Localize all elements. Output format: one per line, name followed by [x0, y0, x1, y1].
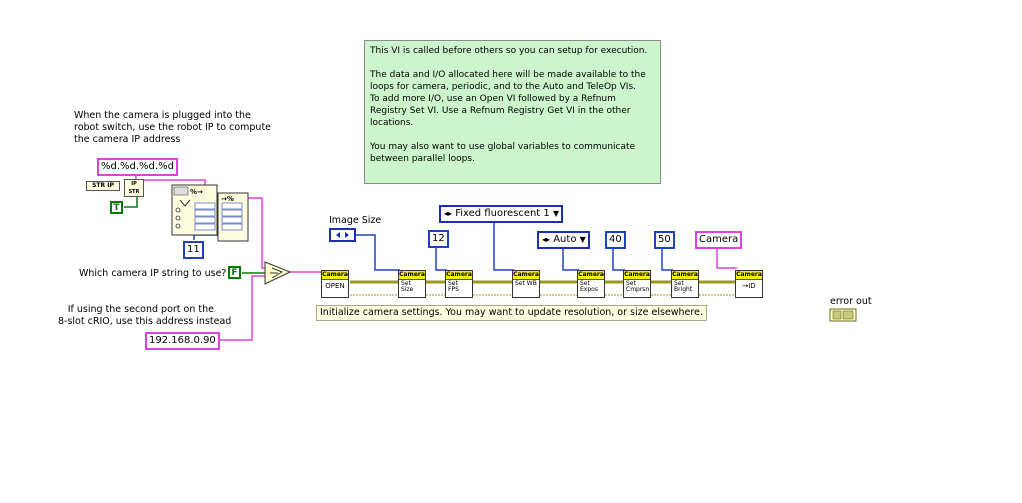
boolean-wires	[124, 196, 268, 274]
format-string-constant[interactable]: %d.%d.%d.%d	[97, 158, 178, 176]
setup-comment-note: This VI is called before others so you c…	[364, 40, 661, 184]
boolean-false-constant[interactable]: F	[228, 266, 241, 279]
enum-arrows-icon: ◂▸	[542, 235, 551, 244]
comment-line: If using the second port on the	[67, 304, 214, 315]
enum-arrows-icon: ◂▸	[444, 209, 453, 218]
node-label: IP STR	[128, 181, 140, 195]
format-into-string-icon[interactable]: →%	[217, 192, 249, 242]
note-paragraph: This VI is called before others so you c…	[370, 46, 648, 56]
camera-settings-caption: Initialize camera settings. You may want…	[316, 305, 707, 321]
note-paragraph: The data and I/O allocated here will be …	[370, 70, 646, 128]
vi-body: Set FPS	[448, 280, 459, 293]
vi-header: Camera	[672, 271, 698, 280]
ip-address-constant[interactable]: 192.168.0.90	[145, 332, 220, 350]
vi-header: Camera	[513, 271, 539, 280]
camera-set-wb-vi[interactable]: Camera Set WB	[512, 270, 540, 298]
boolean-true-constant[interactable]: T	[110, 201, 123, 214]
camera-open-vi[interactable]: Camera OPEN	[321, 270, 349, 298]
vi-body: →ID	[742, 282, 756, 290]
scan-from-string-icon[interactable]: %→	[171, 184, 218, 236]
which-camera-label: Which camera IP string to use?	[79, 268, 227, 279]
str-ip-node[interactable]: STR IP	[86, 181, 120, 191]
error-out-indicator[interactable]	[829, 308, 857, 322]
numeric-constant-11[interactable]: 11	[183, 241, 204, 259]
vi-header: Camera	[736, 271, 762, 280]
camera-refnum-constant[interactable]: Camera	[695, 231, 743, 249]
exposure-enum[interactable]: ◂▸ Auto ▼	[537, 231, 590, 249]
image-size-ring-icon[interactable]	[329, 228, 356, 242]
camera-set-fps-vi[interactable]: Camera Set FPS	[445, 270, 473, 298]
comment-line: 8-slot cRIO, use this address instead	[58, 316, 232, 327]
vi-header: Camera	[624, 271, 650, 280]
svg-text:→%: →%	[221, 195, 234, 203]
robot-ip-comment: When the camera is plugged into the robo…	[74, 110, 271, 146]
comment-line: When the camera is plugged into the	[74, 110, 251, 121]
numeric-wires	[193, 204, 673, 271]
note-paragraph: You may also want to use global variable…	[370, 142, 636, 164]
vi-body: Set Bright	[674, 280, 693, 293]
fps-constant[interactable]: 12	[428, 230, 449, 248]
image-size-label: Image Size	[329, 215, 382, 226]
vi-header: Camera	[578, 271, 604, 280]
dropdown-arrow-icon: ▼	[552, 209, 560, 218]
dropdown-arrow-icon: ▼	[579, 235, 586, 244]
vi-body: Set Cmprsn	[626, 280, 650, 293]
svg-text:%→: %→	[190, 188, 203, 196]
ip-str-node[interactable]: IP STR	[124, 179, 144, 197]
camera-set-size-vi[interactable]: Camera Set Size	[398, 270, 426, 298]
vi-body: OPEN	[325, 282, 345, 290]
vi-body: Set Expos	[580, 280, 598, 293]
camera-set-brightness-vi[interactable]: Camera Set Bright	[671, 270, 699, 298]
second-port-comment: If using the second port on the 8-slot c…	[58, 304, 232, 328]
enum-value: Fixed fluorescent 1	[455, 208, 550, 219]
comment-line: the camera IP address	[74, 134, 181, 145]
enum-value: Auto	[553, 234, 577, 245]
camera-set-compression-vi[interactable]: Camera Set Cmprsn	[623, 270, 651, 298]
error-out-label: error out	[830, 296, 872, 307]
compression-constant[interactable]: 40	[605, 231, 626, 249]
white-balance-enum[interactable]: ◂▸ Fixed fluorescent 1 ▼	[439, 205, 564, 223]
brightness-constant[interactable]: 50	[654, 231, 675, 249]
vi-header: Camera	[446, 271, 472, 280]
comment-line: robot switch, use the robot IP to comput…	[74, 122, 272, 133]
vi-body: Set WB	[515, 280, 537, 287]
vi-header: Camera	[322, 271, 348, 280]
camera-refnum-registry-set-vi[interactable]: Camera →ID	[735, 270, 763, 298]
camera-set-exposure-vi[interactable]: Camera Set Expos	[577, 270, 605, 298]
vi-body: Set Size	[401, 280, 414, 293]
vi-header: Camera	[399, 271, 425, 280]
select-function-icon[interactable]	[264, 261, 292, 285]
